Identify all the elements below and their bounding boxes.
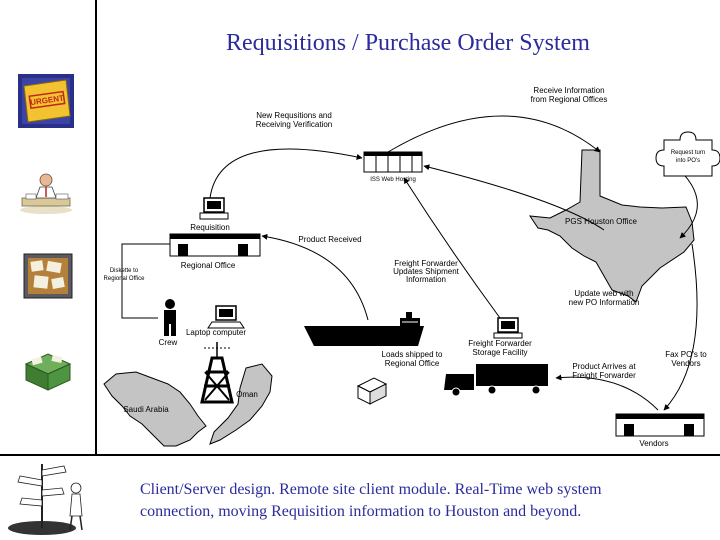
horizontal-divider bbox=[0, 454, 720, 456]
signpost-person-icon bbox=[8, 464, 83, 535]
vendors-building bbox=[615, 413, 705, 437]
label-product-arrives-2: Freight Forwarder bbox=[572, 371, 636, 380]
vertical-divider bbox=[95, 0, 97, 455]
texas-map-shape bbox=[528, 149, 695, 303]
label-request-turn-2: into PO's bbox=[676, 158, 700, 164]
label-fax-po-1: Fax PO's to bbox=[665, 350, 707, 359]
package-icon bbox=[24, 353, 72, 391]
label-diskette-1: Diskette to bbox=[110, 268, 139, 274]
label-product-arrives-1: Product Arrives at bbox=[572, 362, 636, 371]
label-diskette-2: Regional Office bbox=[104, 276, 146, 282]
arrow-update-web bbox=[423, 164, 605, 231]
label-oman: Oman bbox=[236, 390, 258, 399]
office-worker-icon bbox=[20, 173, 72, 214]
caption-line-1: Client/Server design. Remote site client… bbox=[140, 481, 602, 498]
label-regional-office: Regional Office bbox=[181, 261, 236, 270]
oil-derrick-icon bbox=[200, 342, 234, 404]
oman-map-shape bbox=[209, 363, 273, 445]
page-title: Requisitions / Purchase Order System bbox=[226, 30, 590, 56]
label-freight-updates-2: Updates Shipment bbox=[393, 267, 460, 276]
arrow-product-received bbox=[261, 233, 369, 321]
label-product-received: Product Received bbox=[298, 235, 361, 244]
label-requisition: Requisition bbox=[190, 223, 230, 232]
label-freight-updates-1: Freight Forwarder bbox=[394, 259, 458, 268]
label-new-requisitions-2: Receiving Verification bbox=[256, 120, 332, 129]
caption-line-2: connection, moving Requisition informati… bbox=[140, 503, 582, 520]
freight-truck-icon bbox=[444, 364, 548, 397]
label-vendors: Vendors bbox=[639, 439, 668, 448]
cargo-ship-icon bbox=[304, 312, 424, 346]
requisition-computer-icon bbox=[199, 197, 229, 220]
label-saudi-arabia: Saudi Arabia bbox=[123, 405, 169, 414]
saudi-arabia-map-shape bbox=[103, 371, 207, 447]
label-receive-info-1: Receive Information bbox=[533, 86, 604, 95]
label-update-web-2: new PO Information bbox=[569, 298, 640, 307]
label-web-hosting: ISS Web Hosting bbox=[370, 177, 416, 183]
arrow-receive-info bbox=[387, 115, 601, 153]
label-receive-info-2: from Regional Offices bbox=[531, 95, 608, 104]
label-request-turn-1: Request turn bbox=[671, 150, 705, 156]
freight-forwarder-computer-icon bbox=[493, 317, 523, 339]
label-ff-storage-2: Storage Facility bbox=[472, 348, 527, 357]
label-fax-po-2: Vendors bbox=[671, 359, 700, 368]
crew-person-icon bbox=[164, 299, 176, 336]
label-new-requisitions-1: New Requsitions and bbox=[256, 111, 332, 120]
label-crew: Crew bbox=[159, 338, 178, 347]
bulletin-board-icon bbox=[23, 253, 73, 299]
label-pgs-houston: PGS Houston Office bbox=[565, 217, 637, 226]
label-freight-updates-3: Information bbox=[406, 275, 446, 284]
arrow-new-requisitions bbox=[209, 148, 363, 199]
requisition-flow-diagram: Receive Information from Regional Office… bbox=[103, 86, 720, 448]
arrow-fax-po bbox=[663, 243, 698, 411]
laptop-computer-icon bbox=[207, 305, 245, 329]
urgent-note-icon: URGENT bbox=[18, 74, 74, 128]
arrow-product-arrives bbox=[555, 374, 659, 411]
label-ff-storage-1: Freight Forwarder bbox=[468, 339, 532, 348]
web-hosting-server bbox=[363, 151, 423, 173]
line-diskette bbox=[121, 243, 170, 319]
caption: Client/Server design. Remote site client… bbox=[140, 479, 710, 523]
arrow-freight-updates bbox=[403, 177, 501, 319]
label-loads-shipped-2: Regional Office bbox=[385, 359, 440, 368]
label-update-web-1: Update web with bbox=[574, 289, 633, 298]
regional-office-building bbox=[169, 233, 261, 257]
shipping-crate-icon bbox=[356, 377, 388, 405]
label-loads-shipped-1: Loads shipped to bbox=[382, 350, 443, 359]
label-laptop: Laptop computer bbox=[186, 328, 246, 337]
